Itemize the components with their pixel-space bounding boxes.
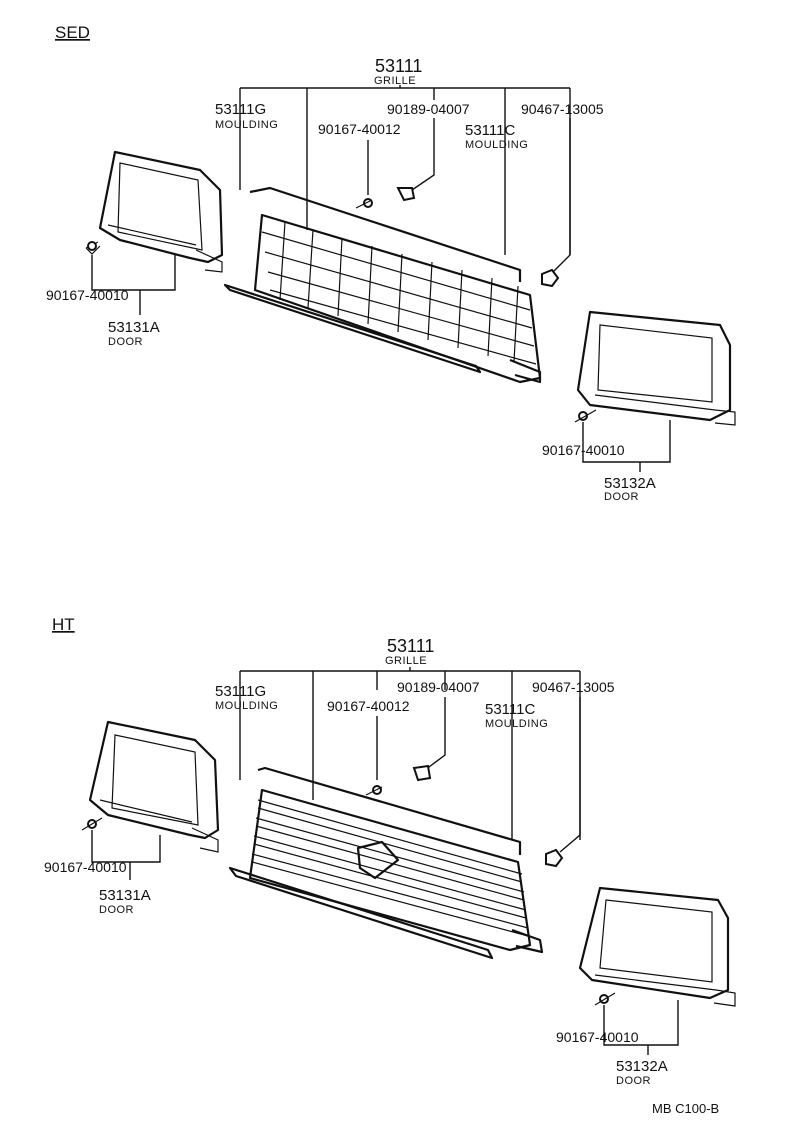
nut-icon xyxy=(545,848,564,868)
side-moulding-number: 53111C xyxy=(485,701,535,718)
clip-icon xyxy=(412,764,432,782)
right-door-name: DOOR xyxy=(616,1075,651,1087)
section-label-sed: SED xyxy=(55,23,90,42)
left-door-number: 53131A xyxy=(108,319,160,336)
left-door-name: DOOR xyxy=(99,904,134,916)
left-door-leader xyxy=(91,830,161,863)
upper-moulding-number: 53111G xyxy=(215,683,266,700)
grille-bracket xyxy=(239,85,571,255)
right-screw-number: 90167-40010 xyxy=(556,1029,639,1045)
right-screw-number: 90167-40010 xyxy=(542,442,625,458)
grille-number: 53111 xyxy=(375,56,422,76)
nut-number: 90467-13005 xyxy=(521,101,604,117)
grille-name: GRILLE xyxy=(374,75,416,87)
upper-moulding-name: MOULDING xyxy=(215,119,278,131)
right-door-number: 53132A xyxy=(604,475,656,492)
nut-leader xyxy=(559,697,581,853)
center-screw-icon xyxy=(355,198,373,209)
right-door-leader xyxy=(603,1000,679,1046)
diagram-code: MB C100-B xyxy=(652,1101,719,1116)
grille-name: GRILLE xyxy=(385,655,427,667)
left-headlamp-door xyxy=(88,720,220,853)
ht-grille-body xyxy=(228,766,544,960)
clip-number: 90189-04007 xyxy=(387,101,470,117)
upper-moulding-name: MOULDING xyxy=(215,700,278,712)
clip-leader xyxy=(411,118,435,191)
nut-number: 90467-13005 xyxy=(532,679,615,695)
right-headlamp-door xyxy=(578,886,736,1007)
side-moulding-name: MOULDING xyxy=(465,139,528,151)
upper-moulding-number: 53111G xyxy=(215,101,266,118)
left-door-leader xyxy=(91,255,176,291)
clip-leader xyxy=(424,697,446,771)
section-label-ht: HT xyxy=(52,615,75,634)
section-sed: SED 53111 GRILLE 53111G MOULDING 90189-0… xyxy=(46,23,736,503)
right-screw-icon xyxy=(594,992,616,1006)
right-headlamp-door xyxy=(576,310,736,426)
left-door-number: 53131A xyxy=(99,887,151,904)
sed-grille-body xyxy=(223,186,542,384)
left-headlamp-door xyxy=(98,150,224,273)
section-ht: HT 53111 GRILLE 53111G MOULDING 90189-04… xyxy=(44,615,736,1087)
right-screw-icon xyxy=(574,409,597,423)
left-screw-icon xyxy=(85,241,101,255)
left-screw-number: 90167-40010 xyxy=(46,287,129,303)
left-door-name: DOOR xyxy=(108,336,143,348)
center-screw-number: 90167-40012 xyxy=(318,121,401,137)
side-moulding-name: MOULDING xyxy=(485,718,548,730)
grille-number: 53111 xyxy=(387,636,434,656)
clip-number: 90189-04007 xyxy=(397,679,480,695)
nut-leader xyxy=(552,118,571,273)
nut-icon xyxy=(541,268,560,288)
center-screw-number: 90167-40012 xyxy=(327,698,410,714)
left-screw-number: 90167-40010 xyxy=(44,859,127,875)
right-door-name: DOOR xyxy=(604,491,639,503)
clip-icon xyxy=(396,187,416,202)
right-door-leader xyxy=(582,420,671,463)
right-door-number: 53132A xyxy=(616,1058,668,1075)
left-screw-icon xyxy=(81,817,103,831)
center-screw-icon xyxy=(365,785,383,796)
side-moulding-number: 53111C xyxy=(465,122,515,139)
